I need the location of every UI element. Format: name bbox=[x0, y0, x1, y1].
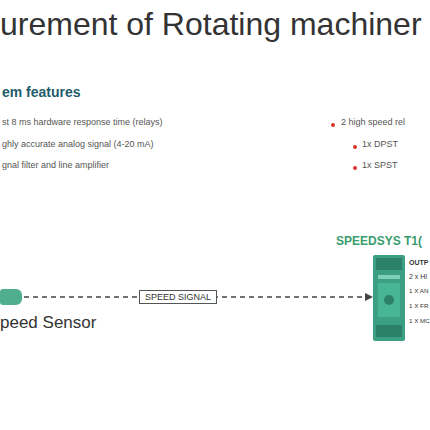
feature-text: 1x SPST bbox=[362, 160, 398, 170]
output-label: 1 X AN bbox=[409, 287, 428, 294]
output-label: OUTP bbox=[409, 259, 428, 266]
edge-label: SPEED SIGNAL bbox=[139, 290, 217, 304]
section-heading: em features bbox=[2, 84, 81, 100]
feature-text: st 8 ms hardware response time (relays) bbox=[2, 117, 163, 127]
output-label: 1 X FR bbox=[409, 302, 428, 309]
output-label: 2 x HI bbox=[409, 273, 427, 280]
bullet-dot bbox=[353, 166, 357, 170]
node-label: peed Sensor bbox=[0, 313, 96, 333]
title: urement of Rotating machiner bbox=[0, 6, 422, 43]
device-face bbox=[373, 255, 405, 341]
speedsys-device: SPEEDSYS T1( bbox=[373, 255, 405, 341]
bullet-dot bbox=[353, 145, 357, 149]
output-label: 1 X MC bbox=[409, 317, 430, 324]
feature-text: 2 high speed rel bbox=[341, 117, 405, 127]
feature-text: gnal filter and line amplifier bbox=[2, 160, 109, 170]
bullet-dot bbox=[331, 123, 335, 127]
feature-text: 1x DPST bbox=[362, 139, 398, 149]
node-label: SPEEDSYS T1( bbox=[336, 234, 422, 248]
feature-text: ghly accurate analog signal (4-20 mA) bbox=[2, 139, 154, 149]
speed-sensor: peed Sensor bbox=[0, 289, 22, 305]
